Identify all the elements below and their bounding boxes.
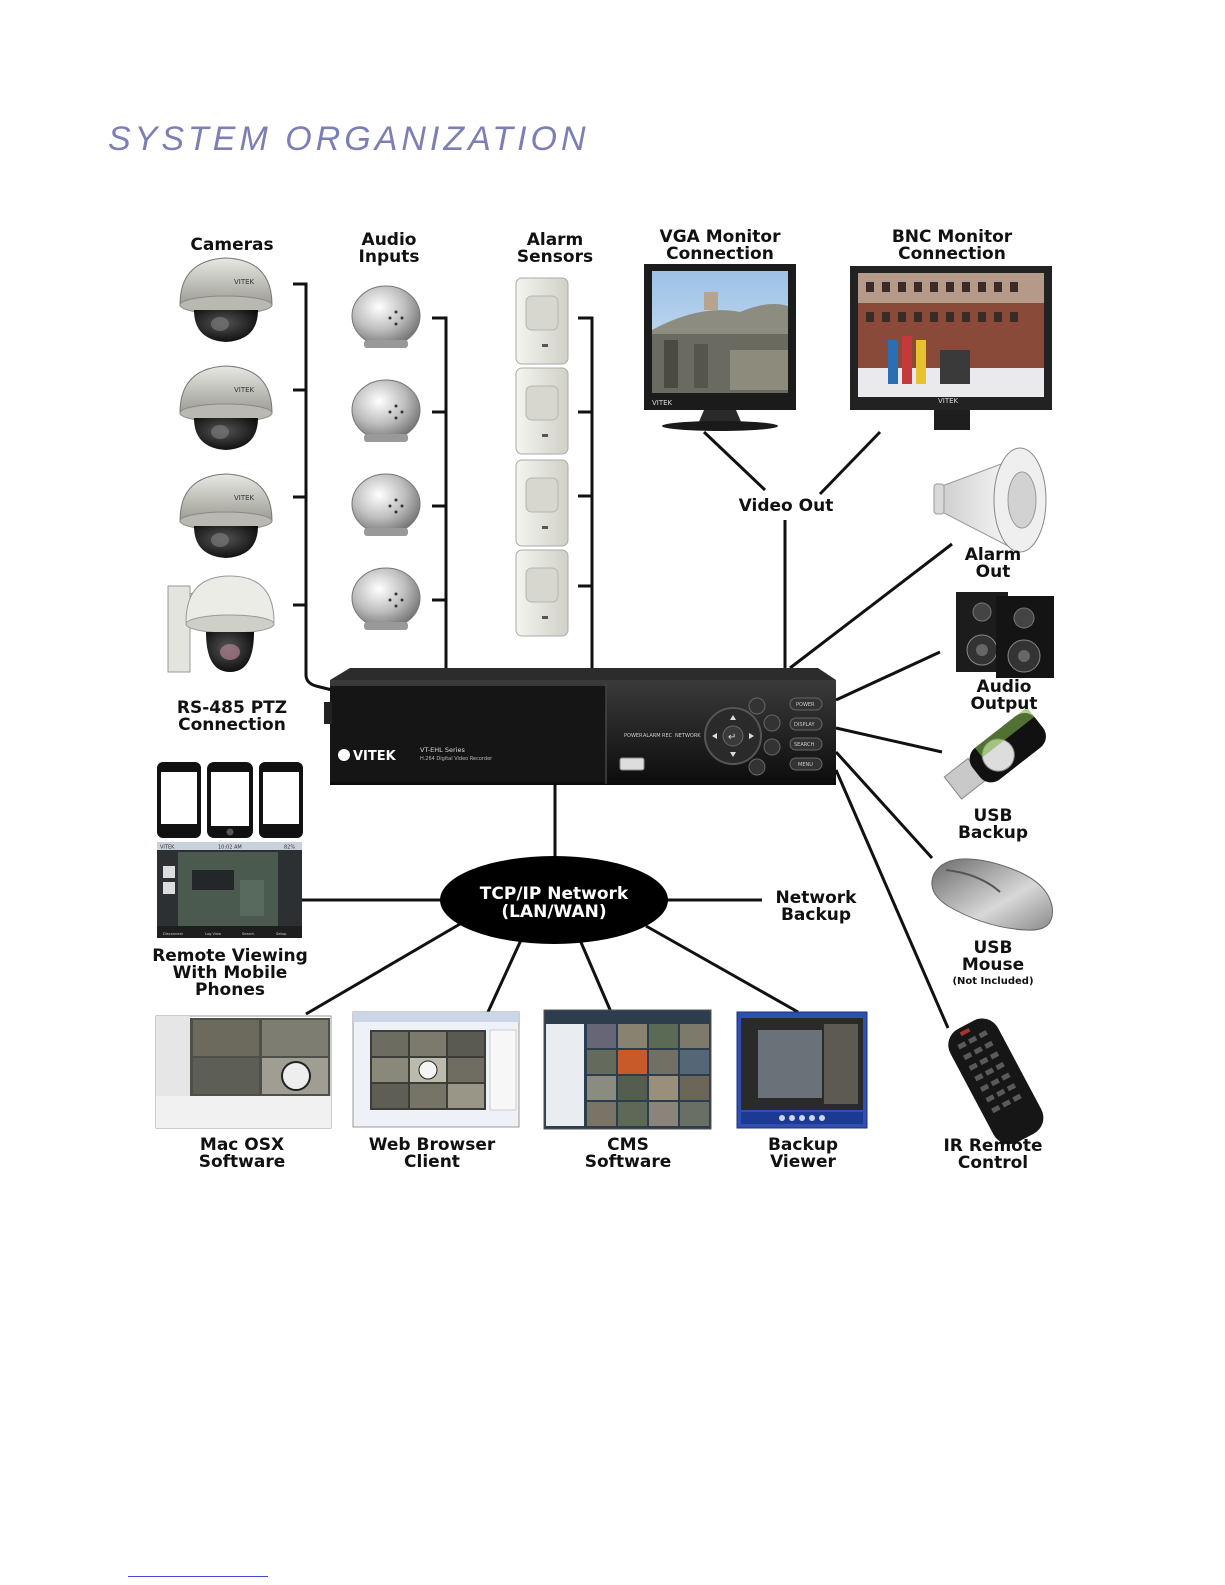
mobile-tab: Search bbox=[242, 932, 254, 936]
speakers-icon bbox=[956, 592, 1054, 678]
web-browser-client-screenshot bbox=[352, 1011, 520, 1128]
dome-camera-icon: VITEK bbox=[179, 257, 273, 342]
motion-sensor-icons bbox=[515, 277, 569, 637]
motion-sensor-icon bbox=[515, 367, 569, 455]
motion-sensor-icon bbox=[515, 277, 569, 365]
led-label: REC bbox=[662, 733, 673, 739]
cms-software-screenshot bbox=[543, 1009, 712, 1130]
dvr-button-menu: MENU bbox=[798, 762, 813, 768]
mobile-time: 10:02 AM bbox=[218, 845, 242, 851]
svg-text:↵: ↵ bbox=[728, 732, 736, 743]
vga-monitor-icon: VITEK bbox=[644, 264, 796, 431]
bnc-monitor-icon: VITEK bbox=[850, 266, 1052, 430]
mobile-tab: Log View bbox=[205, 932, 221, 936]
dvr-device: VITEK VT-EHL Series H.264 Digital Video … bbox=[324, 668, 836, 785]
connection-lines bbox=[293, 282, 953, 1029]
svg-text:VITEK: VITEK bbox=[234, 278, 255, 286]
mobile-tab: Setup bbox=[276, 932, 287, 936]
dvr-button-power: POWER bbox=[796, 702, 815, 708]
motion-sensor-icon bbox=[515, 549, 569, 637]
mac-osx-software-screenshot bbox=[155, 1015, 332, 1129]
dvr-series: VT-EHL Series bbox=[420, 746, 465, 754]
label-cameras: Cameras bbox=[190, 235, 273, 255]
led-label: ALARM bbox=[643, 733, 661, 739]
usb-flash-drive-icon bbox=[943, 707, 1046, 800]
microphone-icon bbox=[351, 567, 421, 630]
camera-icons: VITEK VITEK VITEK bbox=[167, 257, 275, 673]
label-usb-mouse-note: (Not Included) bbox=[952, 976, 1033, 987]
smartphone-icon bbox=[157, 762, 201, 838]
motion-sensor-icon bbox=[515, 459, 569, 547]
smartphone-icon bbox=[259, 762, 303, 838]
network-ellipse bbox=[440, 856, 668, 944]
footer-rule bbox=[128, 1576, 268, 1577]
mobile-phones-icon: VITEK 10:02 AM 82% Disconnect Log View S… bbox=[157, 762, 303, 938]
dome-camera-icon: VITEK bbox=[179, 473, 273, 558]
label-network: TCP/IP Network(LAN/WAN) bbox=[480, 884, 629, 922]
svg-text:VITEK: VITEK bbox=[234, 386, 255, 394]
svg-text:VITEK: VITEK bbox=[234, 494, 255, 502]
page-title: SYSTEM ORGANIZATION bbox=[108, 120, 590, 158]
label-video-out: Video Out bbox=[739, 496, 834, 516]
microphone-icons bbox=[351, 285, 421, 630]
led-label: NETWORK bbox=[675, 733, 701, 739]
mobile-carrier: VITEK bbox=[160, 845, 175, 851]
microphone-icon bbox=[351, 473, 421, 536]
dome-camera-icon: VITEK bbox=[179, 365, 273, 450]
mobile-battery: 82% bbox=[284, 845, 295, 851]
mobile-tab: Disconnect bbox=[163, 932, 184, 936]
computer-mouse-icon bbox=[931, 858, 1053, 931]
ptz-camera-icon bbox=[167, 575, 275, 673]
dvr-brand: VITEK bbox=[353, 749, 397, 764]
led-label: POWER bbox=[624, 733, 643, 739]
ir-remote-icon bbox=[948, 1018, 1044, 1145]
svg-text:VITEK: VITEK bbox=[652, 399, 673, 407]
dvr-button-search: SEARCH bbox=[794, 742, 814, 748]
dvr-button-display: DISPLAY bbox=[794, 722, 815, 728]
siren-horn-icon bbox=[933, 447, 1047, 553]
smartphone-icon bbox=[207, 762, 253, 838]
microphone-icon bbox=[351, 285, 421, 348]
mobile-app-screenshot: VITEK 10:02 AM 82% Disconnect Log View S… bbox=[157, 842, 302, 938]
backup-viewer-screenshot bbox=[736, 1011, 868, 1129]
dvr-subtitle: H.264 Digital Video Recorder bbox=[420, 756, 493, 762]
svg-text:VITEK: VITEK bbox=[938, 397, 959, 405]
microphone-icon bbox=[351, 379, 421, 442]
